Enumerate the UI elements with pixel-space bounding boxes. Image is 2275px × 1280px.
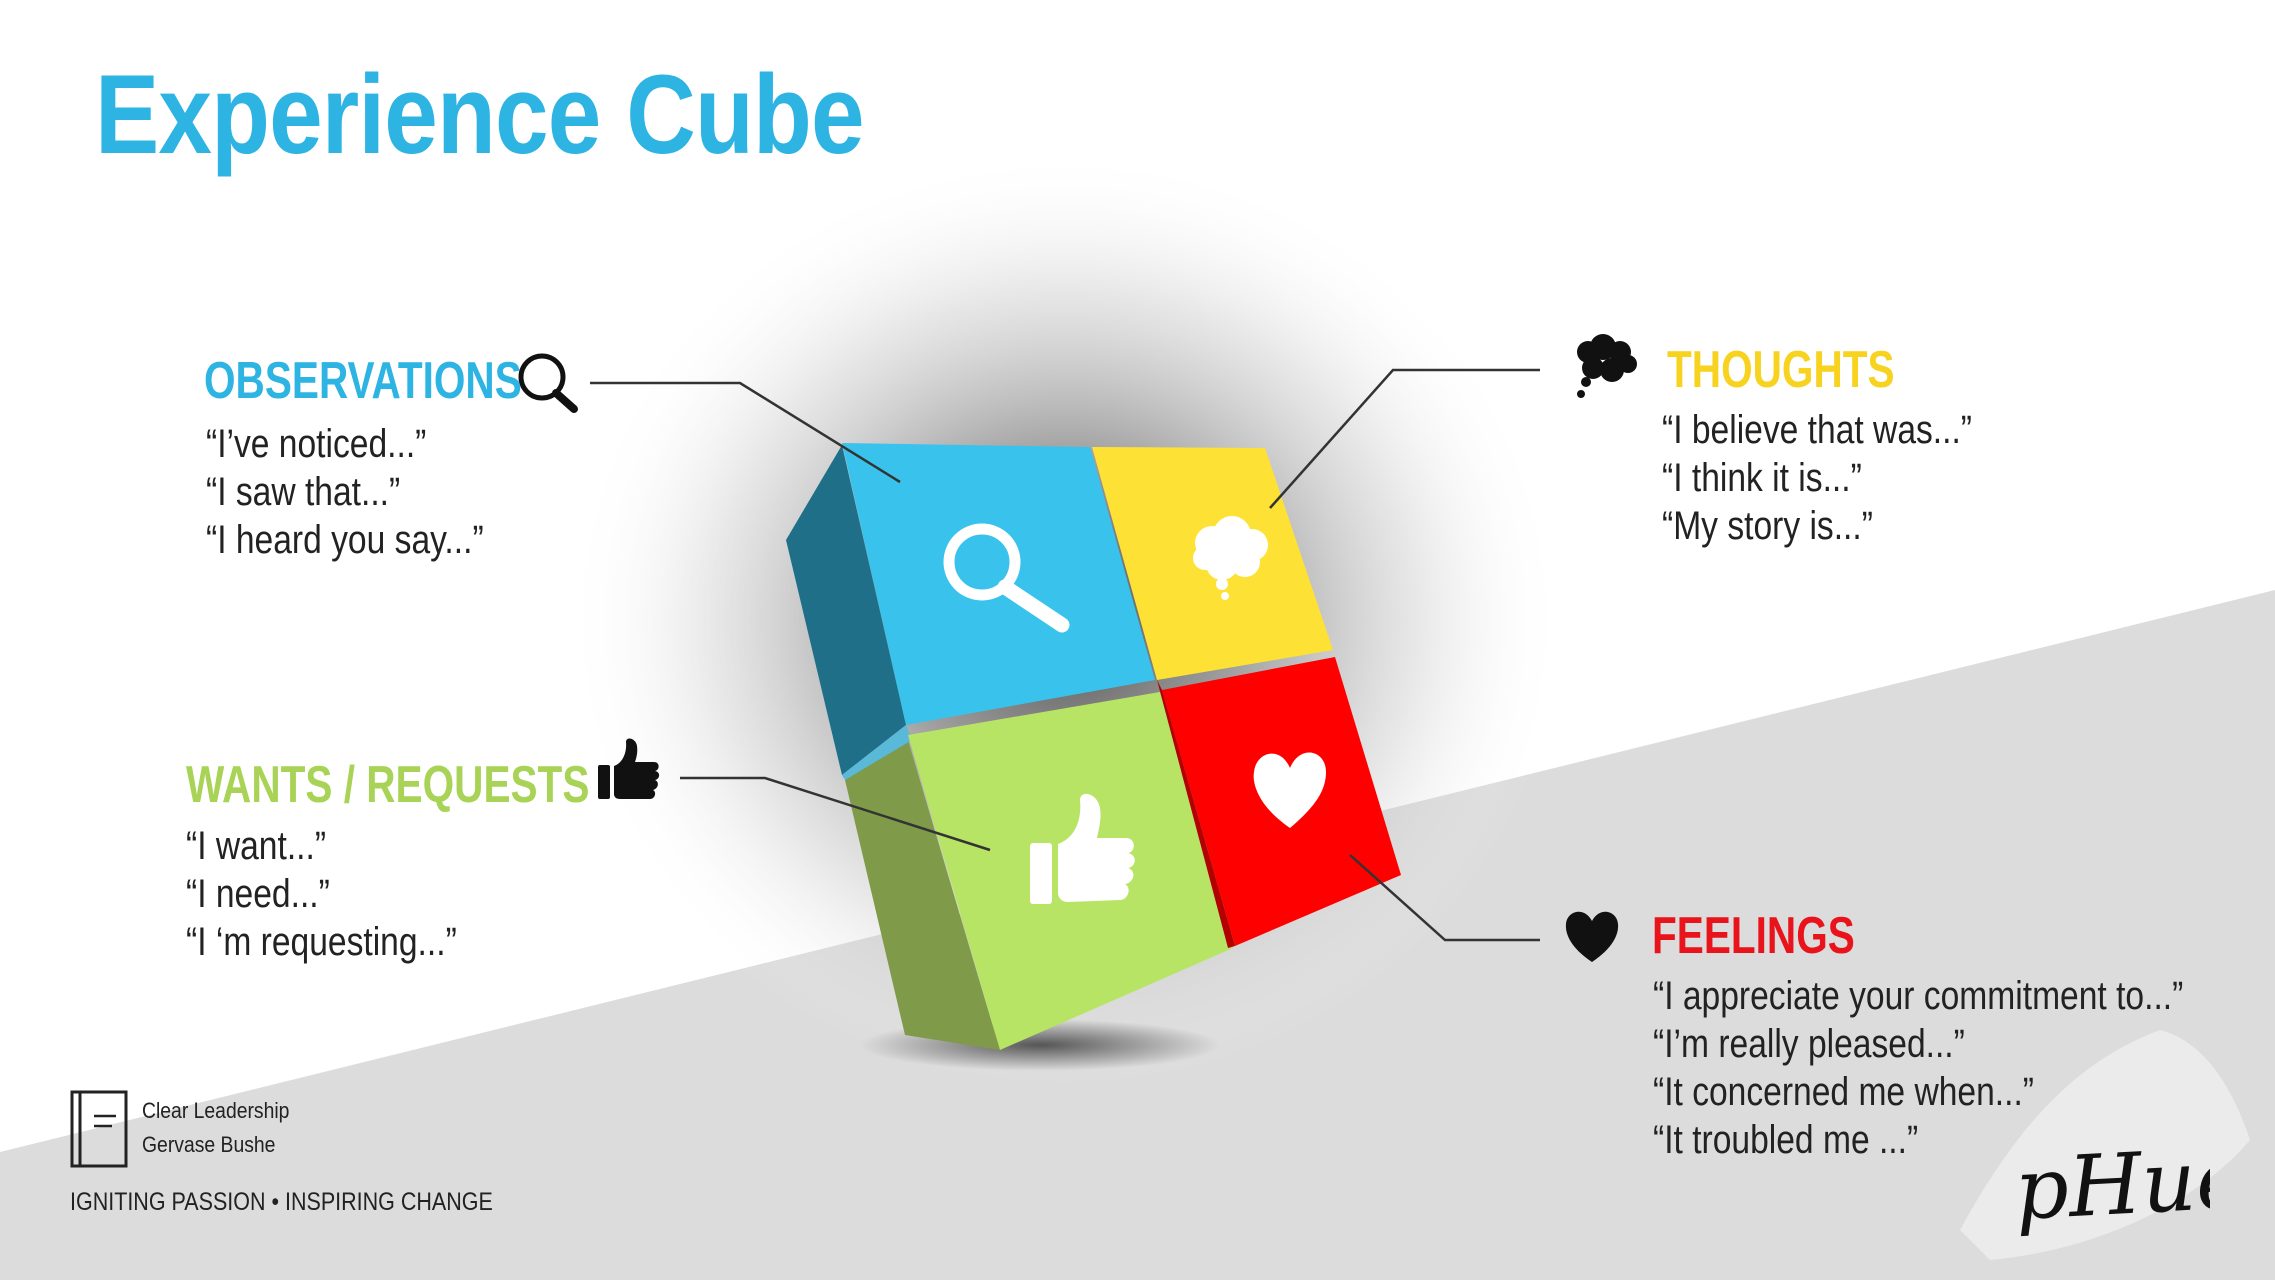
magnifier-icon [518,353,578,413]
cube-heart-icon [1253,752,1326,828]
book-icon [70,1090,128,1168]
quote-line: “I saw that...” [206,470,401,514]
cube-side-blue [786,445,906,775]
cube-thought-cloud-icon [1193,516,1268,600]
quote-line: “I need...” [186,872,330,916]
quote-line: “I believe that was...” [1662,408,1972,452]
quote-line: “It troubled me ...” [1653,1118,1919,1162]
feelings-heading: FEELINGS [1652,907,1855,965]
brush-streak [1960,1030,2250,1260]
quote-line: “I’m really pleased...” [1653,1022,1965,1066]
signature-text: pHueL [2012,1126,2210,1239]
quote-line: “I appreciate your commitment to...” [1653,974,2184,1018]
quote-line: “I think it is...” [1662,456,1862,500]
cube-side-green [845,740,1000,1050]
quote-line: “I heard you say...” [206,518,484,562]
book-title: Clear Leadership [142,1098,290,1123]
thoughts-quotes: “I believe that was...” “I think it is..… [1662,406,1972,550]
thumbs-up-icon [598,738,660,799]
thoughts-heading: THOUGHTS [1667,341,1895,399]
observations-quotes: “I’ve noticed...” “I saw that...” “I hea… [206,420,484,564]
connector-thoughts [1269,368,1540,509]
connector-feelings [1349,854,1540,942]
cube-thumbs-up-icon [1030,793,1135,904]
cube-edge-red [1157,680,1235,948]
heart-icon [1565,911,1619,962]
quote-line: “I want...” [186,824,327,868]
feelings-quotes: “I appreciate your commitment to...” “I’… [1653,972,2183,1164]
connector-observations [590,381,901,484]
wants-quotes: “I want...” “I need...” “I ‘m requesting… [186,822,457,966]
signature-logo: pHueL [2012,1126,2210,1239]
cube-gap [842,725,912,780]
wants-heading: WANTS / REQUESTS [186,756,590,814]
quote-line: “I’ve noticed...” [206,422,427,466]
page-title: Experience Cube [95,52,865,177]
quote-line: “It concerned me when...” [1653,1070,2034,1114]
connector-wants [680,776,991,852]
observations-heading: OBSERVATIONS [204,352,522,410]
book-author: Gervase Bushe [142,1132,276,1157]
thought-cloud-icon [1577,334,1637,398]
quote-line: “My story is...” [1662,504,1873,548]
cube-magnifier-icon [943,523,1070,633]
tagline: IGNITING PASSION • INSPIRING CHANGE [70,1188,493,1216]
quote-line: “I ‘m requesting...” [186,920,457,964]
